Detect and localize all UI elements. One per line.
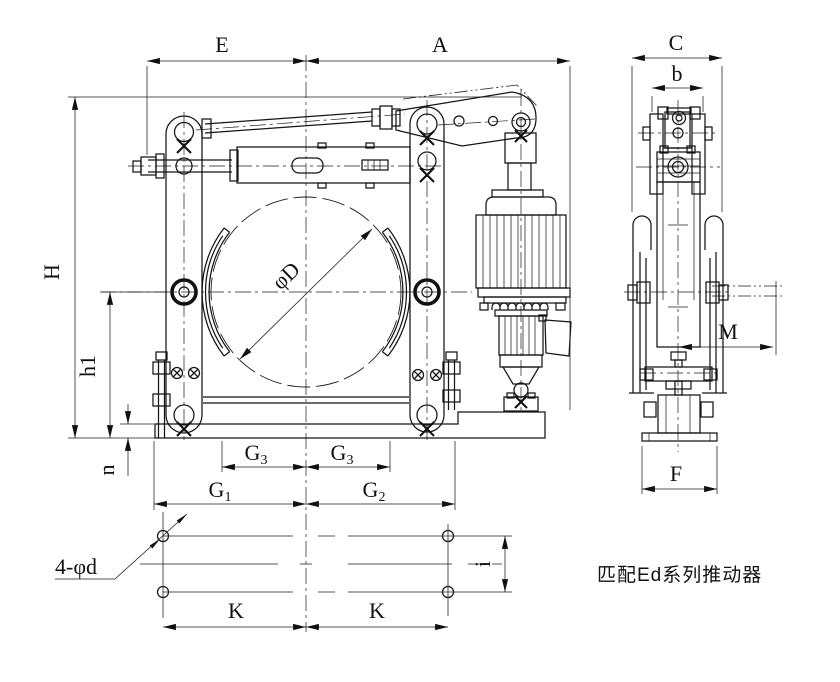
- cotter-pin-icon: [176, 138, 192, 154]
- dim-label-drum-diameter: φD: [267, 257, 305, 295]
- dim-label-E: E: [215, 32, 228, 57]
- dim-label-G1: G1: [209, 477, 232, 505]
- brake-drum: [210, 196, 402, 388]
- dim-label-H: H: [39, 264, 64, 280]
- side-dimensions: C b M F: [631, 30, 783, 494]
- anchor-stud-left: [152, 351, 171, 438]
- lower-fin-arches: [491, 302, 549, 310]
- mounting-hole: [441, 529, 455, 543]
- dim-label-K-left: K: [228, 598, 244, 623]
- dim-label-n: n: [94, 465, 119, 476]
- dim-label-K-right: K: [369, 598, 385, 623]
- dim-label-h1: h1: [75, 355, 100, 377]
- cooling-fins: [482, 215, 561, 288]
- holes-label: 4-φd: [55, 554, 97, 579]
- spring-cylinder: [132, 142, 411, 189]
- dim-label-M: M: [718, 319, 738, 344]
- base-plate: [154, 396, 546, 439]
- mounting-hole: [441, 585, 455, 599]
- dim-label-G3-right: G3: [331, 440, 354, 468]
- note-matching-thruster: 匹配Ed系列推动器: [597, 564, 762, 586]
- side-structure: [627, 106, 729, 442]
- terminal-box: [544, 319, 572, 357]
- dim-label-i: i: [470, 561, 495, 567]
- left-arm: [165, 115, 203, 437]
- dim-label-b: b: [672, 61, 683, 86]
- centerlines: [100, 55, 536, 632]
- anchor-stud-right: [442, 351, 461, 410]
- release-lever: [395, 84, 539, 147]
- tie-rod: [201, 105, 401, 139]
- mounting-hole: [156, 585, 170, 599]
- dim-label-G3-left: G3: [245, 440, 268, 468]
- side-view: C b M F: [624, 30, 783, 494]
- bottom-view-bolt-pattern: 4-φd K K i: [55, 512, 512, 631]
- lever-phantom-position: [402, 84, 539, 108]
- bottom-dimensions: K K i: [163, 536, 509, 631]
- dim-label-A: A: [432, 32, 448, 57]
- dim-label-G2: G2: [363, 477, 386, 505]
- mounting-hole: [156, 529, 170, 543]
- front-view: E A H h1 n φD G3 G3 G1 G2: [39, 32, 572, 632]
- thruster: [475, 132, 572, 412]
- bolt-pattern-lines: [140, 512, 512, 618]
- dim-label-C: C: [669, 30, 684, 55]
- dim-label-F: F: [670, 461, 682, 486]
- holes-callout: 4-φd: [55, 513, 188, 580]
